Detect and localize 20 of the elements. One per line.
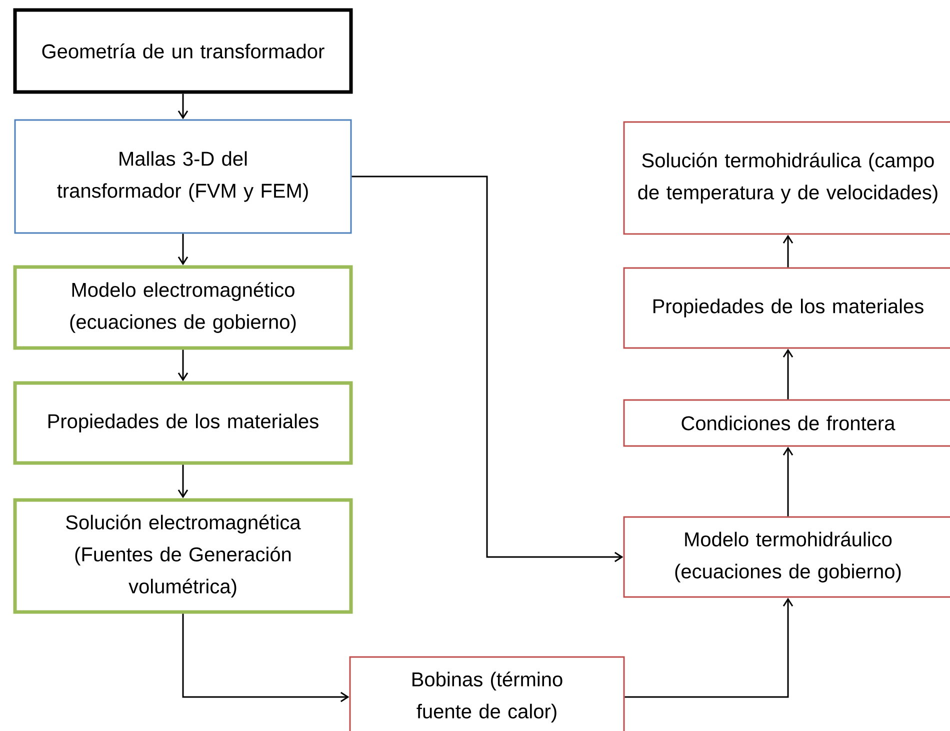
process-box: Bobinas (término fuente de calor) xyxy=(349,656,625,731)
arrow xyxy=(782,234,794,268)
arrow xyxy=(178,234,188,266)
process-box: Condiciones de frontera xyxy=(623,399,950,447)
arrow xyxy=(782,446,794,516)
process-box: Mallas 3-D del transformador (FVM y FEM) xyxy=(14,119,352,234)
arrow xyxy=(182,614,350,702)
arrow xyxy=(624,598,794,698)
process-box: Solución termohidráulica (campo de temperatura y de velocidades) xyxy=(623,121,950,235)
arrow xyxy=(782,348,794,400)
arrow xyxy=(178,94,188,120)
process-box: Geometría de un transformador xyxy=(13,8,353,94)
process-box: Propiedades de los materiales xyxy=(623,267,950,349)
arrow xyxy=(178,350,188,382)
process-box: Modelo electromagnético (ecuaciones de gobierno) xyxy=(13,265,353,350)
arrow xyxy=(352,176,624,562)
process-box: Solución electromagnética (Fuentes de Generación volumétrica) xyxy=(13,498,353,614)
process-box: Modelo termohidráulico (ecuaciones de gobierno) xyxy=(623,516,950,598)
process-box: Propiedades de los materiales xyxy=(13,381,353,465)
arrow xyxy=(178,464,188,498)
